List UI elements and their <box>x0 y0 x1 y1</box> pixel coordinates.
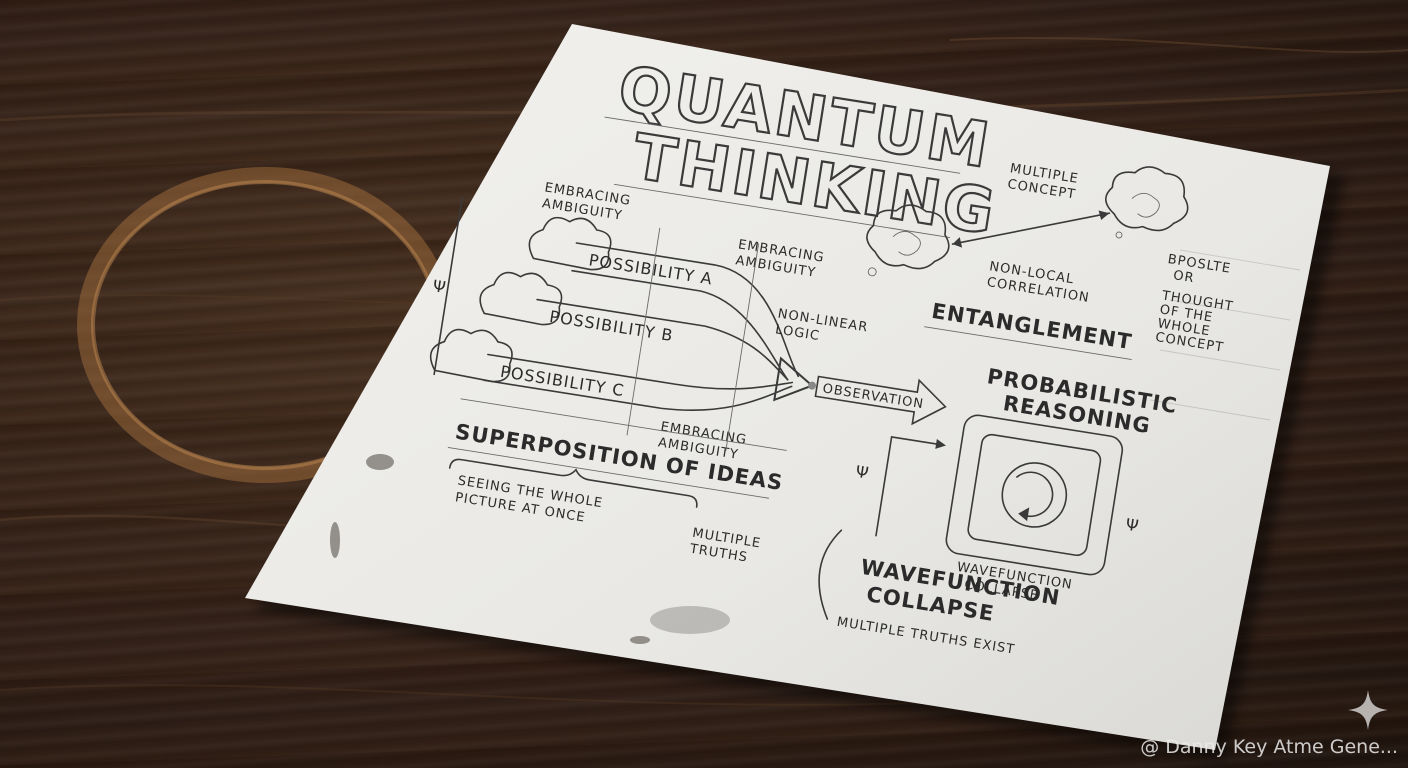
grid-line <box>626 227 661 436</box>
napkin-texture <box>1149 249 1301 421</box>
observation-arrow <box>814 375 947 426</box>
possibility-b-path <box>536 298 789 381</box>
cloud-icon <box>479 271 563 326</box>
possibility-a-path <box>575 242 800 378</box>
possibility-c-path <box>487 353 794 390</box>
brace <box>448 458 698 508</box>
brain-thought-icon <box>866 204 950 277</box>
watermark: @ Danny Key Atme Gene... <box>1140 736 1398 758</box>
curved-arrow <box>818 529 843 620</box>
wavefunction-spiral <box>875 414 1124 576</box>
grid-line <box>725 243 760 451</box>
cloud-icon <box>528 216 612 271</box>
grid-line <box>460 398 787 451</box>
psi-symbol-right-a: Ψ <box>854 462 870 483</box>
observation-point <box>808 381 817 390</box>
possibility-c-path-lower <box>483 379 793 411</box>
cloud-icon <box>429 328 513 383</box>
bposlte-label-b: OR <box>1172 268 1195 286</box>
non-linear-label-b: LOGIC <box>774 322 821 344</box>
convergence-arrowhead <box>773 356 814 402</box>
sparkle-icon <box>1348 690 1388 730</box>
dirt-smudges <box>330 454 730 644</box>
psi-symbol-right-b: Ψ <box>1124 515 1140 536</box>
possibility-a-path-lower <box>571 269 789 381</box>
napkin <box>245 24 1330 750</box>
entanglement-link <box>951 212 1111 245</box>
psi-symbol-left: Ψ <box>432 276 448 297</box>
brain-thought-icon <box>1105 166 1189 239</box>
